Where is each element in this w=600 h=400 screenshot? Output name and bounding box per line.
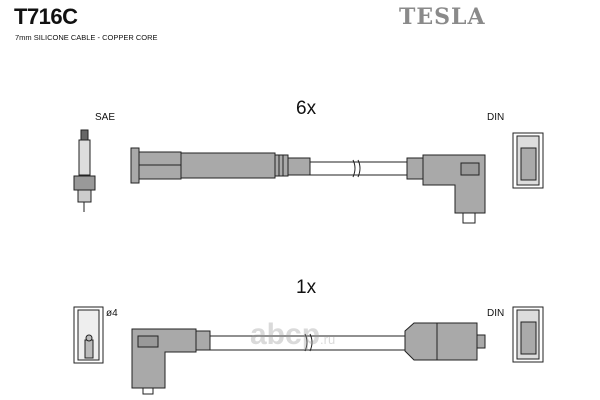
lead-2-cable xyxy=(131,322,486,395)
spark-plug-icon xyxy=(73,129,96,212)
din-shield-icon xyxy=(512,132,544,189)
watermark: abcp.ru xyxy=(250,318,335,352)
watermark-main: abcp xyxy=(250,318,321,351)
lead-2-right-label: DIN xyxy=(487,308,505,319)
lead-2-quantity: 1x xyxy=(296,277,317,298)
lead-1-quantity: 6x xyxy=(296,98,317,119)
part-number: T716C xyxy=(14,4,78,29)
lead-1-right-label: DIN xyxy=(487,112,505,123)
description: 7mm SILICONE CABLE - COPPER CORE xyxy=(15,33,158,42)
lead-1-left-label: SAE xyxy=(95,112,116,123)
brand-logo: TESLA xyxy=(399,4,486,30)
lead-1-cable xyxy=(130,147,486,224)
lead-2-left-label: ø4 xyxy=(106,308,118,319)
coil-shield-icon xyxy=(73,306,104,364)
watermark-suffix: .ru xyxy=(320,332,336,347)
din-shield-icon xyxy=(512,306,544,363)
